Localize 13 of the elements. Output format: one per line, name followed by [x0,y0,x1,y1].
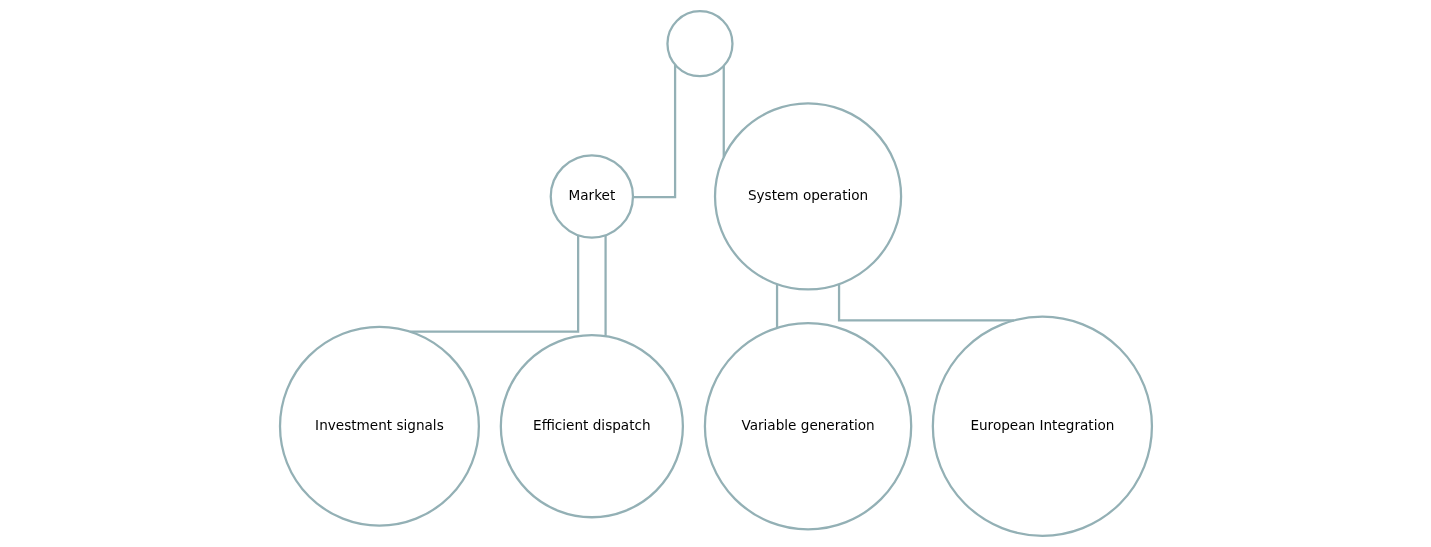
connector [603,235,607,337]
connector [632,64,676,199]
connector [722,65,725,157]
node-circle: European Integration [931,315,1153,537]
node-circle: Efficient dispatch [499,334,684,519]
node-circle: Variable generation [703,321,912,531]
node-circle [665,10,734,78]
connector [409,235,579,333]
node-circle: System operation [713,102,902,291]
node-circle: Investment signals [278,325,480,527]
node-circle: Market [549,154,634,239]
connector [775,284,778,328]
connector [837,284,1014,322]
